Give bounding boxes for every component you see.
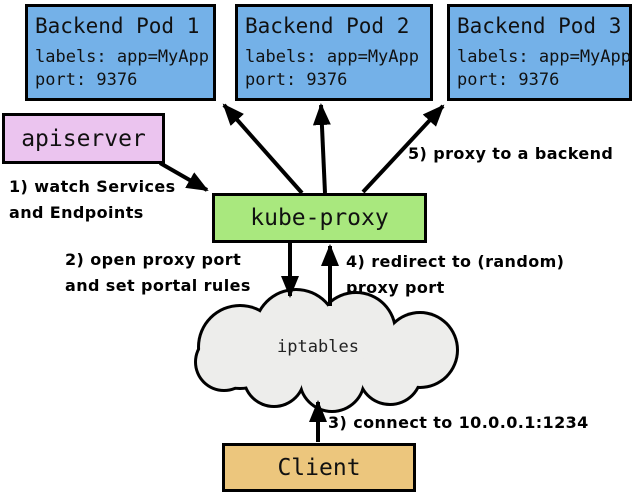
backend-pod-1-title: Backend Pod 1: [35, 14, 200, 38]
step-2-open-proxy-port-note: 2) open proxy port and set portal rules: [65, 250, 251, 295]
backend-pod-3-node: Backend Pod 3 labels: app=MyApp port: 93…: [447, 4, 632, 101]
step-4-redirect-note: 4) redirect to (random) proxy port: [346, 252, 565, 297]
kube-proxy-label: kube-proxy: [250, 205, 389, 231]
step-5-proxy-backend-note: 5) proxy to a backend: [408, 144, 614, 163]
backend-pod-1-node: Backend Pod 1 labels: app=MyApp port: 93…: [25, 4, 216, 101]
iptables-cloud-label: iptables: [277, 337, 359, 357]
backend-pod-2-labels: labels: app=MyApp: [245, 47, 419, 67]
client-label: Client: [277, 454, 361, 481]
client-node: Client: [222, 443, 416, 492]
backend-pod-3-labels: labels: app=MyApp: [457, 47, 631, 67]
backend-pod-3-port: port: 9376: [457, 70, 560, 90]
apiserver-label: apiserver: [21, 125, 146, 152]
backend-pod-3-title: Backend Pod 3: [457, 14, 622, 38]
backend-pod-2-title: Backend Pod 2: [245, 14, 410, 38]
kube-proxy-node: kube-proxy: [212, 193, 427, 243]
apiserver-node: apiserver: [2, 113, 165, 164]
arrow-kube-proxy-to-pod-2: [312, 103, 331, 194]
backend-pod-2-node: Backend Pod 2 labels: app=MyApp port: 93…: [235, 4, 433, 101]
backend-pod-1-port: port: 9376: [35, 70, 138, 90]
step-1-watch-services-note: 1) watch Services and Endpoints: [9, 177, 176, 222]
backend-pod-1-labels: labels: app=MyApp: [35, 47, 209, 67]
arrow-kube-proxy-to-pod-1: [222, 103, 304, 195]
backend-pod-2-port: port: 9376: [245, 70, 348, 90]
step-3-connect-note: 3) connect to 10.0.0.1:1234: [328, 413, 589, 432]
